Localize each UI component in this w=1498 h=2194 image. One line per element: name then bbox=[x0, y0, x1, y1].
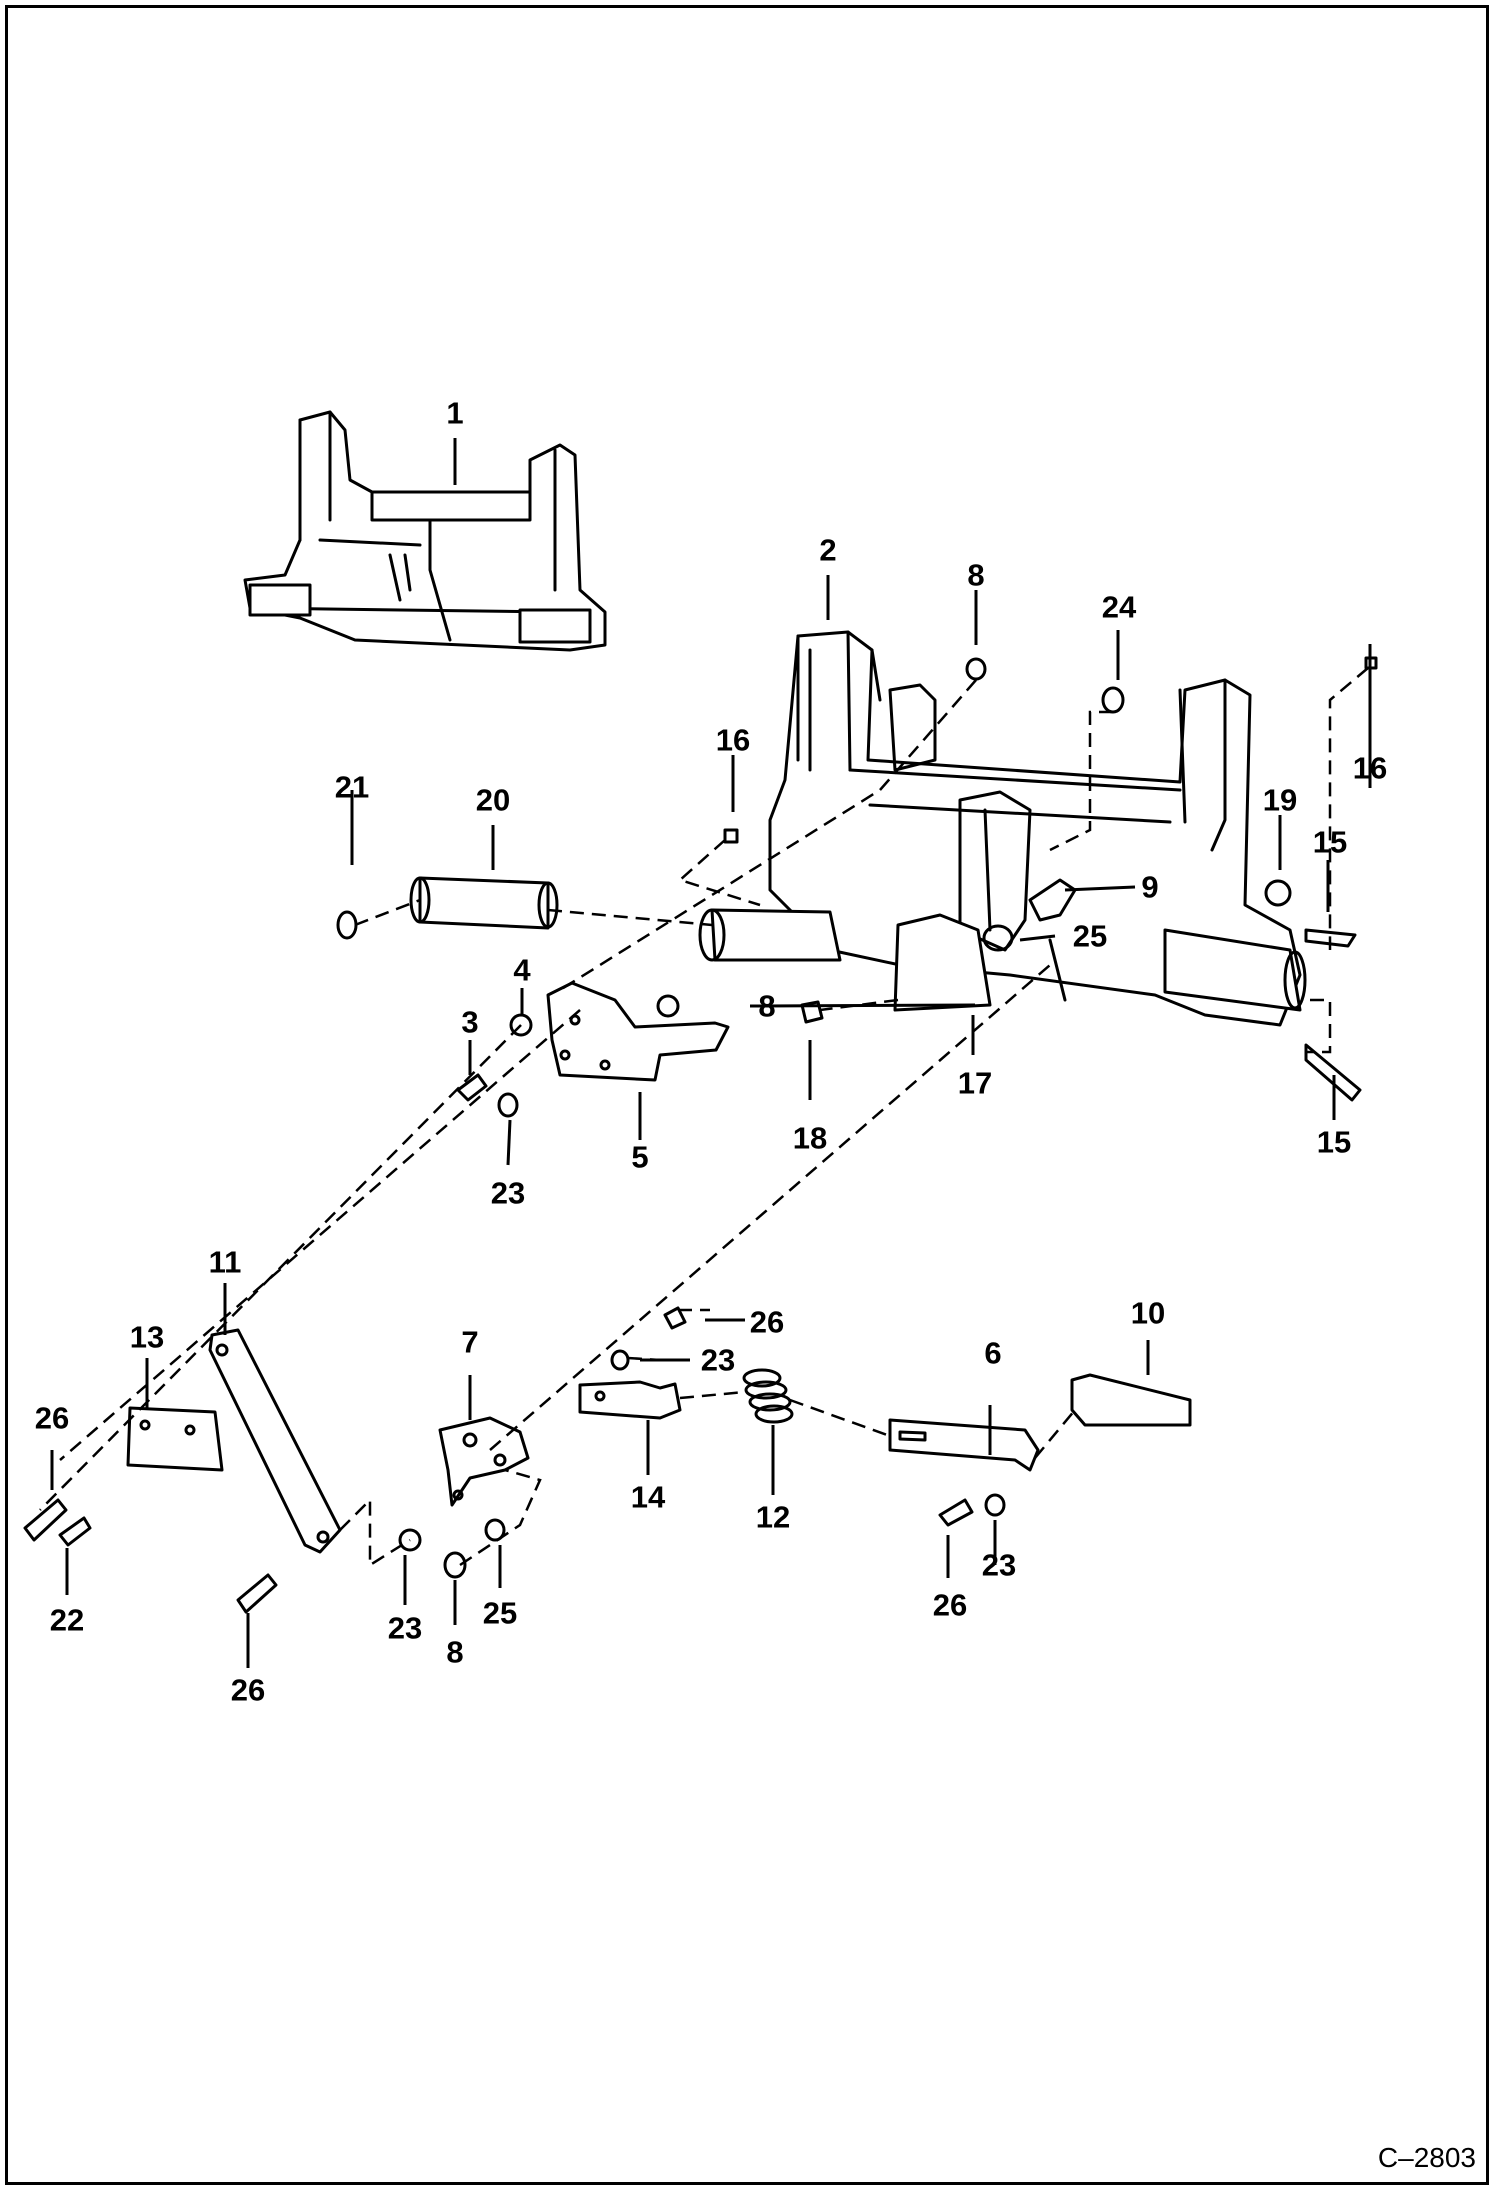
callout-7: 7 bbox=[461, 1324, 479, 1360]
callout-16: 16 bbox=[715, 722, 751, 758]
callout-8: 8 bbox=[967, 557, 985, 593]
callout-26-mid: 26 bbox=[749, 1304, 785, 1340]
part-12-spring bbox=[742, 1368, 794, 1424]
part-1-frame-inset bbox=[243, 410, 607, 652]
callout-18: 18 bbox=[792, 1120, 828, 1156]
callout-17: 17 bbox=[957, 1065, 993, 1101]
part-24-washer bbox=[1101, 686, 1125, 714]
callout-24: 24 bbox=[1101, 589, 1137, 625]
part-10-handle bbox=[1070, 1373, 1192, 1427]
callout-1: 1 bbox=[446, 395, 464, 431]
part-11-link bbox=[208, 1328, 342, 1554]
figure-id: C–2803 bbox=[1377, 2142, 1476, 2173]
part-26-bolt-left bbox=[23, 1498, 68, 1542]
part-15-pin-lower bbox=[1304, 1043, 1362, 1102]
callout-12: 12 bbox=[755, 1499, 791, 1535]
part-18-bolt bbox=[800, 1000, 824, 1024]
part-26-bolt-right bbox=[938, 1498, 974, 1527]
part-19-plug bbox=[1264, 879, 1292, 907]
callout-4: 4 bbox=[513, 952, 531, 988]
callout-23-right: 23 bbox=[981, 1547, 1017, 1583]
callout-26-bottom: 26 bbox=[230, 1672, 266, 1708]
callout-16-right: 16 bbox=[1352, 750, 1388, 786]
callout-8-bottom: 8 bbox=[446, 1634, 464, 1670]
callout-5: 5 bbox=[631, 1139, 649, 1175]
callout-9: 9 bbox=[1141, 869, 1159, 905]
callout-20: 20 bbox=[475, 782, 511, 818]
part-26-bolt-bottom bbox=[236, 1573, 278, 1614]
callout-25: 25 bbox=[1072, 918, 1108, 954]
part-16-bolt-left bbox=[723, 828, 739, 844]
callout-11: 11 bbox=[208, 1244, 242, 1280]
part-8-nut-lever bbox=[656, 994, 680, 1018]
part-8-nut-bottom bbox=[443, 1551, 467, 1579]
callout-23: 23 bbox=[490, 1175, 526, 1211]
callout-23-mid: 23 bbox=[700, 1342, 736, 1378]
callout-22: 22 bbox=[49, 1602, 85, 1638]
callout-8-lever: 8 bbox=[758, 988, 776, 1024]
part-7-bracket bbox=[438, 1416, 530, 1507]
page-border bbox=[5, 5, 1489, 2185]
callout-2: 2 bbox=[819, 532, 837, 568]
part-25-washer-bottom bbox=[484, 1518, 506, 1542]
callout-23-bottom: 23 bbox=[387, 1610, 423, 1646]
part-14-slide bbox=[578, 1380, 682, 1420]
callout-3: 3 bbox=[461, 1004, 479, 1040]
part-16-bolt-right bbox=[1364, 656, 1378, 670]
part-13-plate bbox=[126, 1406, 224, 1472]
part-8-nut-top bbox=[965, 657, 987, 681]
callout-6: 6 bbox=[984, 1335, 1002, 1371]
callout-14: 14 bbox=[630, 1479, 666, 1515]
part-5-lever bbox=[546, 981, 730, 1082]
callout-21: 21 bbox=[334, 769, 370, 805]
callout-25-bottom: 25 bbox=[482, 1595, 518, 1631]
callout-15-lower: 15 bbox=[1316, 1124, 1352, 1160]
callout-26-left: 26 bbox=[34, 1400, 70, 1436]
callout-10: 10 bbox=[1130, 1295, 1166, 1331]
callout-26-right: 26 bbox=[932, 1587, 968, 1623]
part-23-bushing-bottom bbox=[398, 1528, 422, 1552]
part-3-bolt bbox=[456, 1073, 488, 1102]
part-6-rod bbox=[888, 1418, 1040, 1472]
callout-15-upper: 15 bbox=[1312, 824, 1348, 860]
part-23-bushing-mid bbox=[610, 1349, 630, 1371]
part-23-bushing-right bbox=[984, 1493, 1006, 1517]
part-21-ring bbox=[336, 910, 358, 940]
callout-19: 19 bbox=[1262, 782, 1298, 818]
part-22-bolt bbox=[58, 1516, 92, 1547]
callout-13: 13 bbox=[129, 1319, 165, 1355]
part-20-sleeve bbox=[409, 876, 559, 930]
part-15-pin-upper bbox=[1304, 928, 1357, 948]
part-2-main-frame bbox=[698, 630, 1307, 1027]
part-26-bolt-mid bbox=[663, 1306, 687, 1330]
part-23-bushing-top bbox=[497, 1092, 519, 1118]
